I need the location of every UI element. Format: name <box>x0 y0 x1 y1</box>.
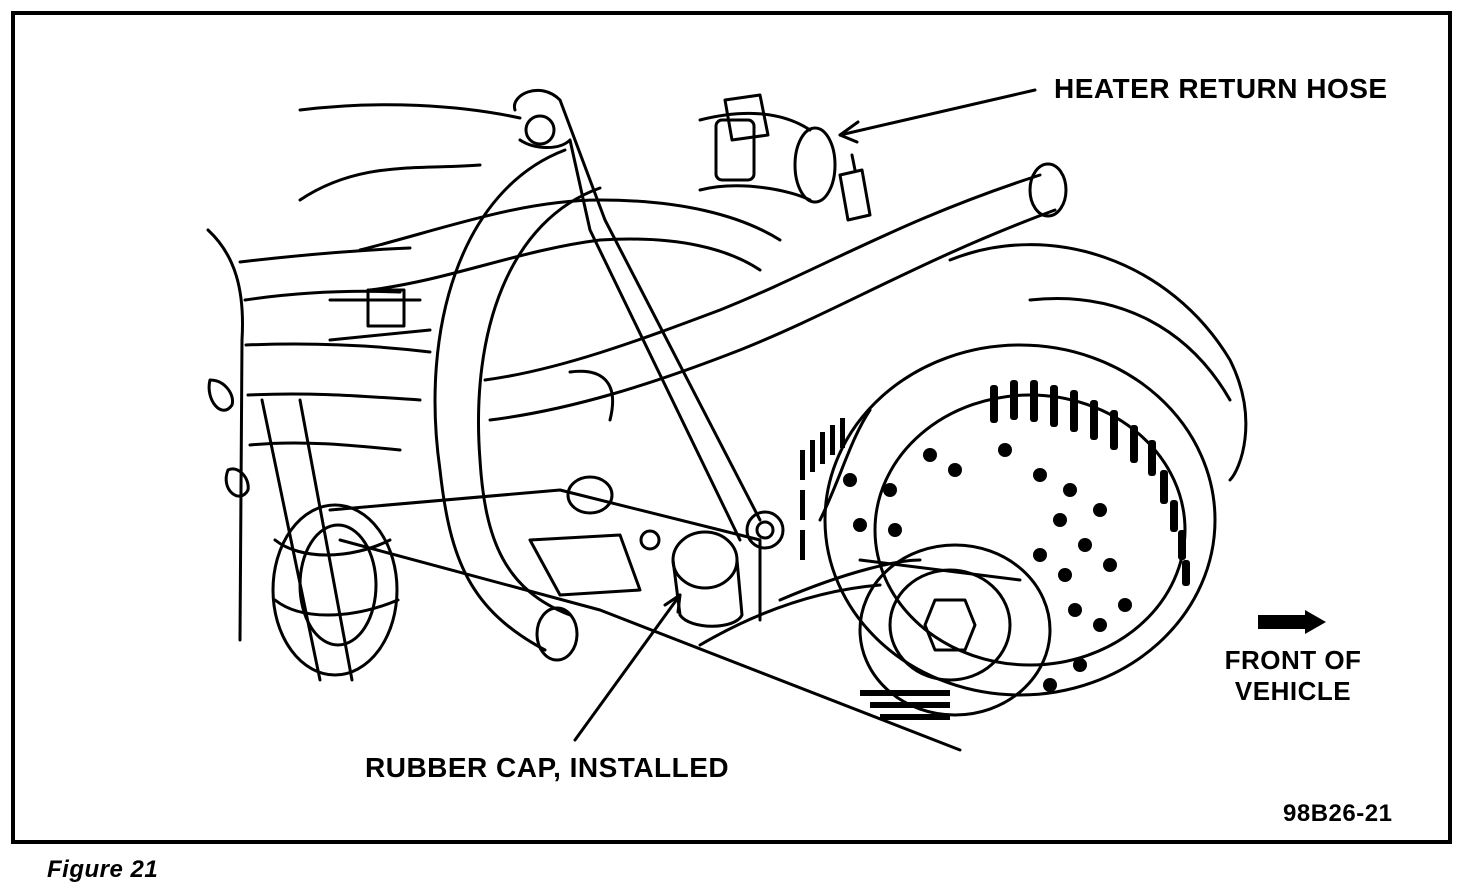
figure-caption: Figure 21 <box>47 856 159 883</box>
figure-frame <box>11 11 1452 844</box>
upper-hoses <box>328 162 1068 422</box>
lower-pulley <box>271 503 400 677</box>
front-of-vehicle-arrow <box>1258 610 1326 634</box>
alternator-holes <box>843 443 1132 692</box>
heater-return-hose-label: HEATER RETURN HOSE <box>1054 73 1388 104</box>
mount-plate <box>328 475 962 752</box>
front-of-vehicle-line1: FRONT OF <box>1224 645 1362 675</box>
belt-teeth <box>800 418 950 720</box>
bracket-arm <box>513 88 785 550</box>
front-of-vehicle-label: FRONT OF VEHICLE <box>1208 645 1378 707</box>
figure-code: 98B26-21 <box>1283 800 1393 827</box>
rubber-cap-label: RUBBER CAP, INSTALLED <box>365 752 730 783</box>
alternator-pulley <box>698 543 1052 717</box>
curved-tube <box>433 148 602 662</box>
front-of-vehicle-line2: VEHICLE <box>1234 676 1352 706</box>
callout-arrows <box>573 88 1037 742</box>
engine-block <box>206 103 522 682</box>
alternator <box>818 243 1248 697</box>
heater-hose-cap <box>698 93 872 222</box>
alternator-vent-slots <box>990 380 1190 586</box>
